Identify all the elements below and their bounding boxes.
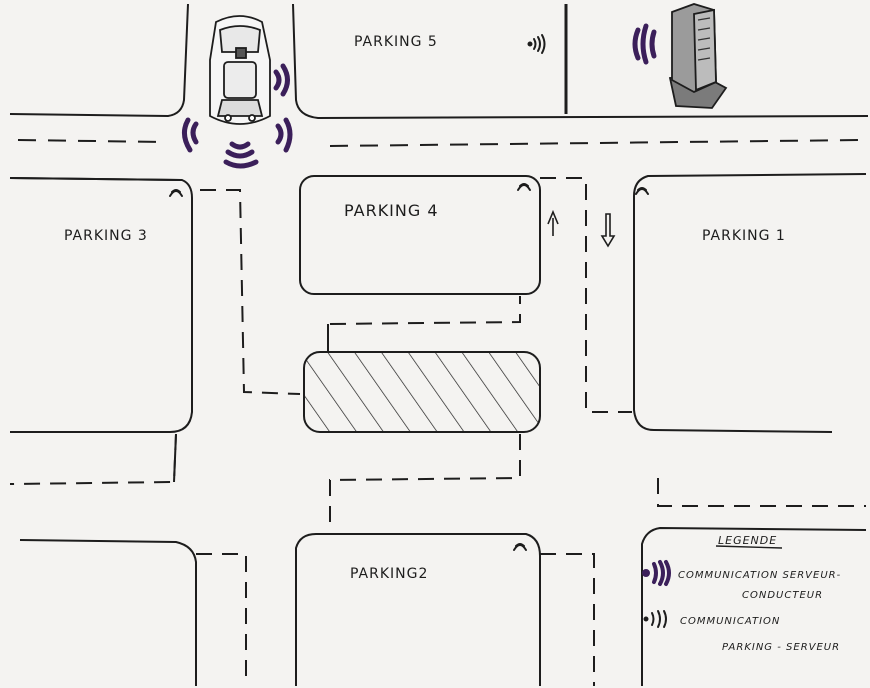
parking1-block <box>634 174 866 432</box>
arrow-down-icon <box>602 214 614 246</box>
arrow-up-icon <box>548 212 558 236</box>
legend-parking-signal-icon <box>645 611 667 627</box>
road-edges <box>10 4 868 180</box>
signal-icon <box>636 188 648 194</box>
signal-icon <box>170 190 182 196</box>
car-icon <box>210 16 270 124</box>
legend-item2-line2: PARKING - SERVEUR <box>722 642 840 653</box>
parking1-label: PARKING 1 <box>702 228 786 244</box>
road-center-dashes <box>18 140 860 146</box>
parking4-block <box>300 176 540 294</box>
signal-icon <box>518 184 530 190</box>
blocked-area <box>304 352 540 432</box>
legend-item2-line1: COMMUNICATION <box>680 616 780 627</box>
legend-block <box>642 528 866 686</box>
parking2-label: PARKING2 <box>350 566 428 582</box>
parking3-block <box>10 178 192 432</box>
legend-driver-signal-icon <box>644 562 669 584</box>
lower-left-lane <box>196 554 246 686</box>
legend-item1-line2: CONDUCTEUR <box>742 590 823 601</box>
signal-icon <box>529 35 545 53</box>
parking5-label: PARKING 5 <box>354 34 438 50</box>
parking5-block-edge <box>293 4 868 118</box>
parking3-label: PARKING 3 <box>64 228 148 244</box>
top-left-block-edge <box>10 4 188 116</box>
parking2-block <box>296 534 540 686</box>
signal-icon <box>514 544 526 550</box>
legend-title: LEGENDE <box>718 534 777 547</box>
lower-blocks <box>20 528 866 686</box>
lower-right-lane <box>540 554 594 686</box>
lower-left-block <box>20 540 196 686</box>
legend-item1-line1: COMMUNICATION SERVEUR- <box>678 570 841 581</box>
parking4-label: PARKING 4 <box>344 201 439 220</box>
server-icon <box>670 4 726 108</box>
